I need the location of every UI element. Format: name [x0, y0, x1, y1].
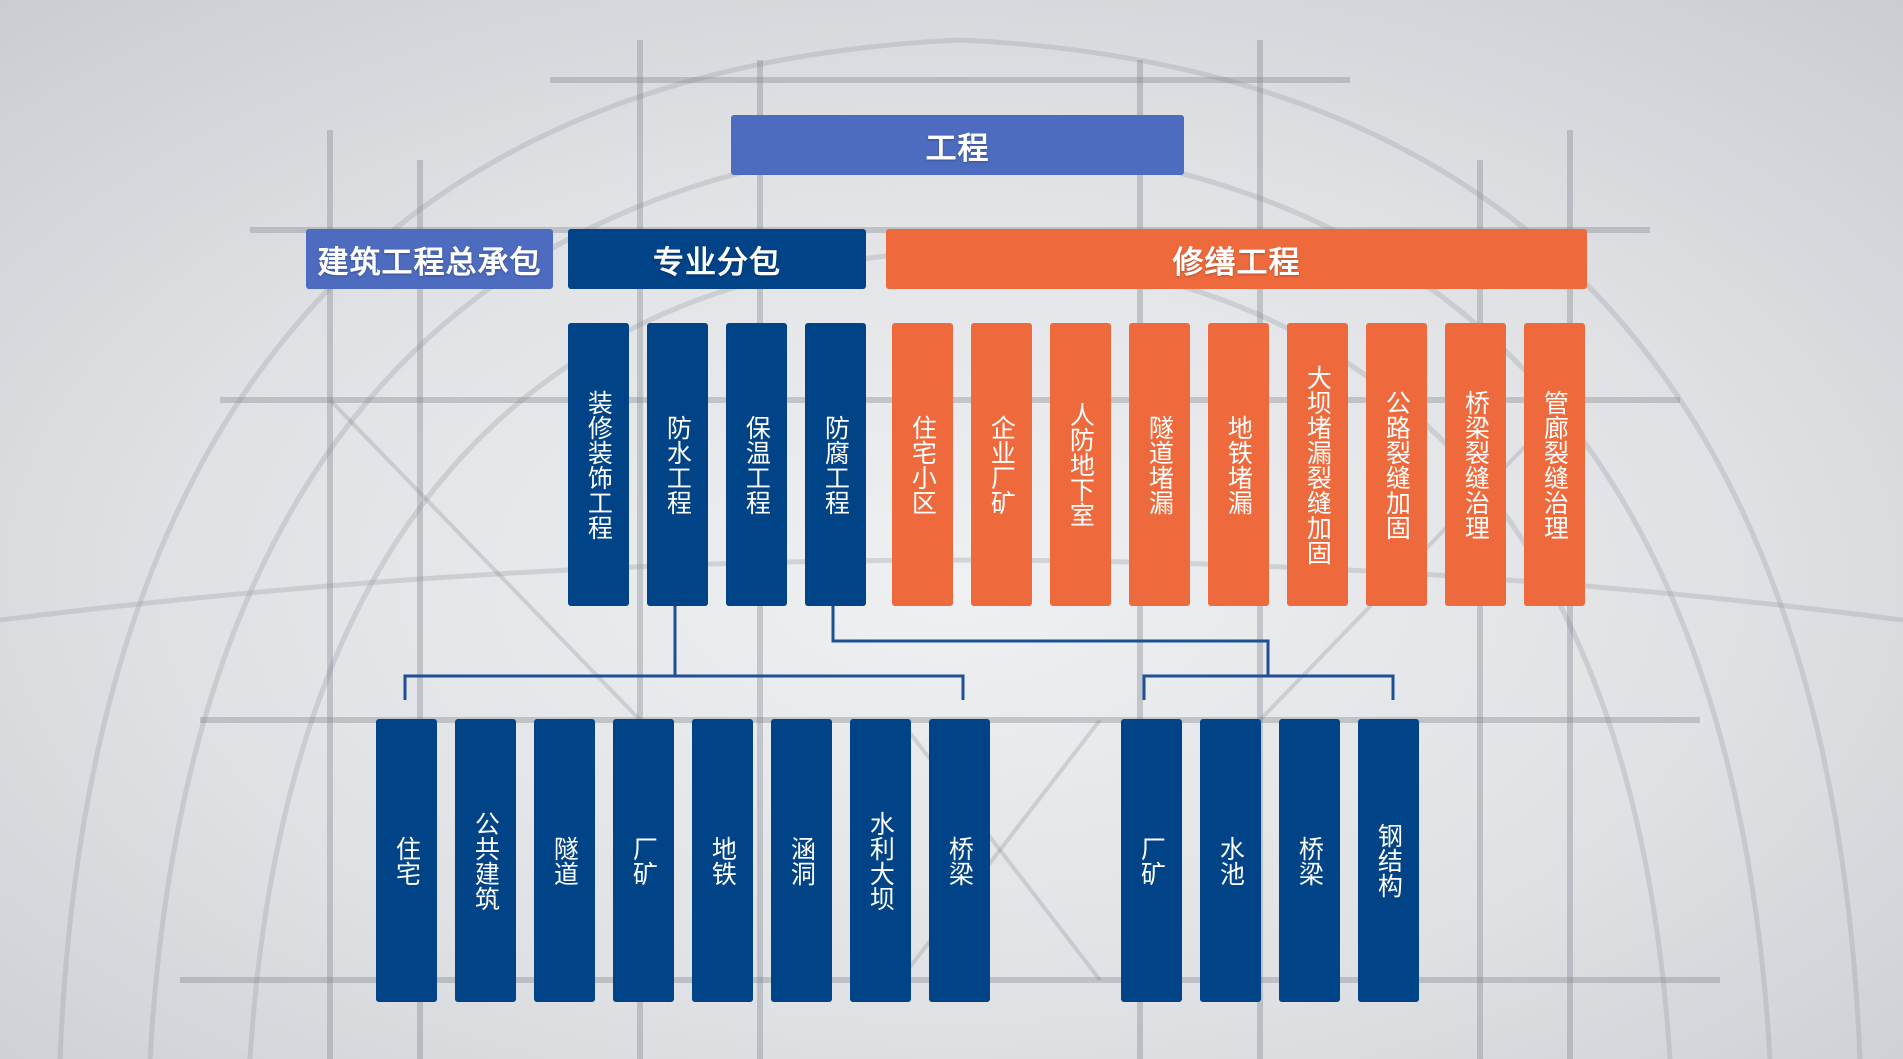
category-label: 专业分包	[653, 244, 781, 281]
item-label: 厂矿	[1137, 835, 1167, 886]
item-label: 人防地下室	[1066, 402, 1096, 527]
item-label: 桥梁裂缝治理	[1461, 389, 1491, 540]
specialized-item-decoration: 装修装饰工程	[568, 323, 629, 606]
waterproof-item-culvert: 涵洞	[771, 719, 832, 1002]
item-label: 装修装饰工程	[584, 389, 614, 540]
item-label: 厂矿	[629, 835, 659, 886]
anticorrosion-item-pool: 水池	[1200, 719, 1261, 1002]
repair-item-civil-defense: 人防地下室	[1050, 323, 1111, 606]
item-label: 保温工程	[742, 414, 772, 515]
item-label: 隧道堵漏	[1145, 414, 1175, 515]
repair-item-metro-leak: 地铁堵漏	[1208, 323, 1269, 606]
item-label: 钢结构	[1374, 823, 1404, 898]
waterproof-item-tunnel: 隧道	[534, 719, 595, 1002]
repair-item-tunnel-leak: 隧道堵漏	[1129, 323, 1190, 606]
repair-item-factories: 企业厂矿	[971, 323, 1032, 606]
item-label: 住宅小区	[908, 414, 938, 515]
category-general-contracting: 建筑工程总承包	[306, 229, 553, 289]
waterproof-item-dam: 水利大坝	[850, 719, 911, 1002]
item-label: 大坝堵漏裂缝加固	[1303, 364, 1333, 565]
waterproof-item-bridge: 桥梁	[929, 719, 990, 1002]
item-label: 水利大坝	[866, 810, 896, 911]
item-label: 防腐工程	[821, 414, 851, 515]
root-label: 工程	[925, 130, 990, 167]
item-label: 隧道	[550, 835, 580, 886]
item-label: 公路裂缝加固	[1382, 389, 1412, 540]
specialized-item-waterproofing: 防水工程	[647, 323, 708, 606]
item-label: 公共建筑	[471, 810, 501, 911]
item-label: 地铁堵漏	[1224, 414, 1254, 515]
item-label: 防水工程	[663, 414, 693, 515]
repair-item-dam: 大坝堵漏裂缝加固	[1287, 323, 1348, 606]
repair-item-utility-tunnel: 管廊裂缝治理	[1524, 323, 1585, 606]
waterproof-item-factory: 厂矿	[613, 719, 674, 1002]
waterproof-item-metro: 地铁	[692, 719, 753, 1002]
item-label: 涵洞	[787, 835, 817, 886]
item-label: 企业厂矿	[987, 414, 1017, 515]
item-label: 管廊裂缝治理	[1540, 389, 1570, 540]
category-repair-engineering: 修缮工程	[886, 229, 1587, 289]
category-label: 修缮工程	[1172, 244, 1301, 281]
repair-item-residential: 住宅小区	[892, 323, 953, 606]
category-label: 建筑工程总承包	[317, 244, 542, 281]
waterproof-item-public-building: 公共建筑	[455, 719, 516, 1002]
anticorrosion-item-factory: 厂矿	[1121, 719, 1182, 1002]
repair-item-bridge: 桥梁裂缝治理	[1445, 323, 1506, 606]
item-label: 桥梁	[1295, 835, 1325, 886]
specialized-item-insulation: 保温工程	[726, 323, 787, 606]
category-specialized-subcontracting: 专业分包	[568, 229, 866, 289]
anticorrosion-item-bridge: 桥梁	[1279, 719, 1340, 1002]
item-label: 住宅	[392, 835, 422, 886]
item-label: 桥梁	[945, 835, 975, 886]
root-box: 工程	[731, 115, 1184, 175]
specialized-item-anticorrosion: 防腐工程	[805, 323, 866, 606]
repair-item-highway: 公路裂缝加固	[1366, 323, 1427, 606]
item-label: 水池	[1216, 835, 1246, 886]
waterproof-item-residential: 住宅	[376, 719, 437, 1002]
anticorrosion-item-steel-structure: 钢结构	[1358, 719, 1419, 1002]
item-label: 地铁	[708, 835, 738, 886]
